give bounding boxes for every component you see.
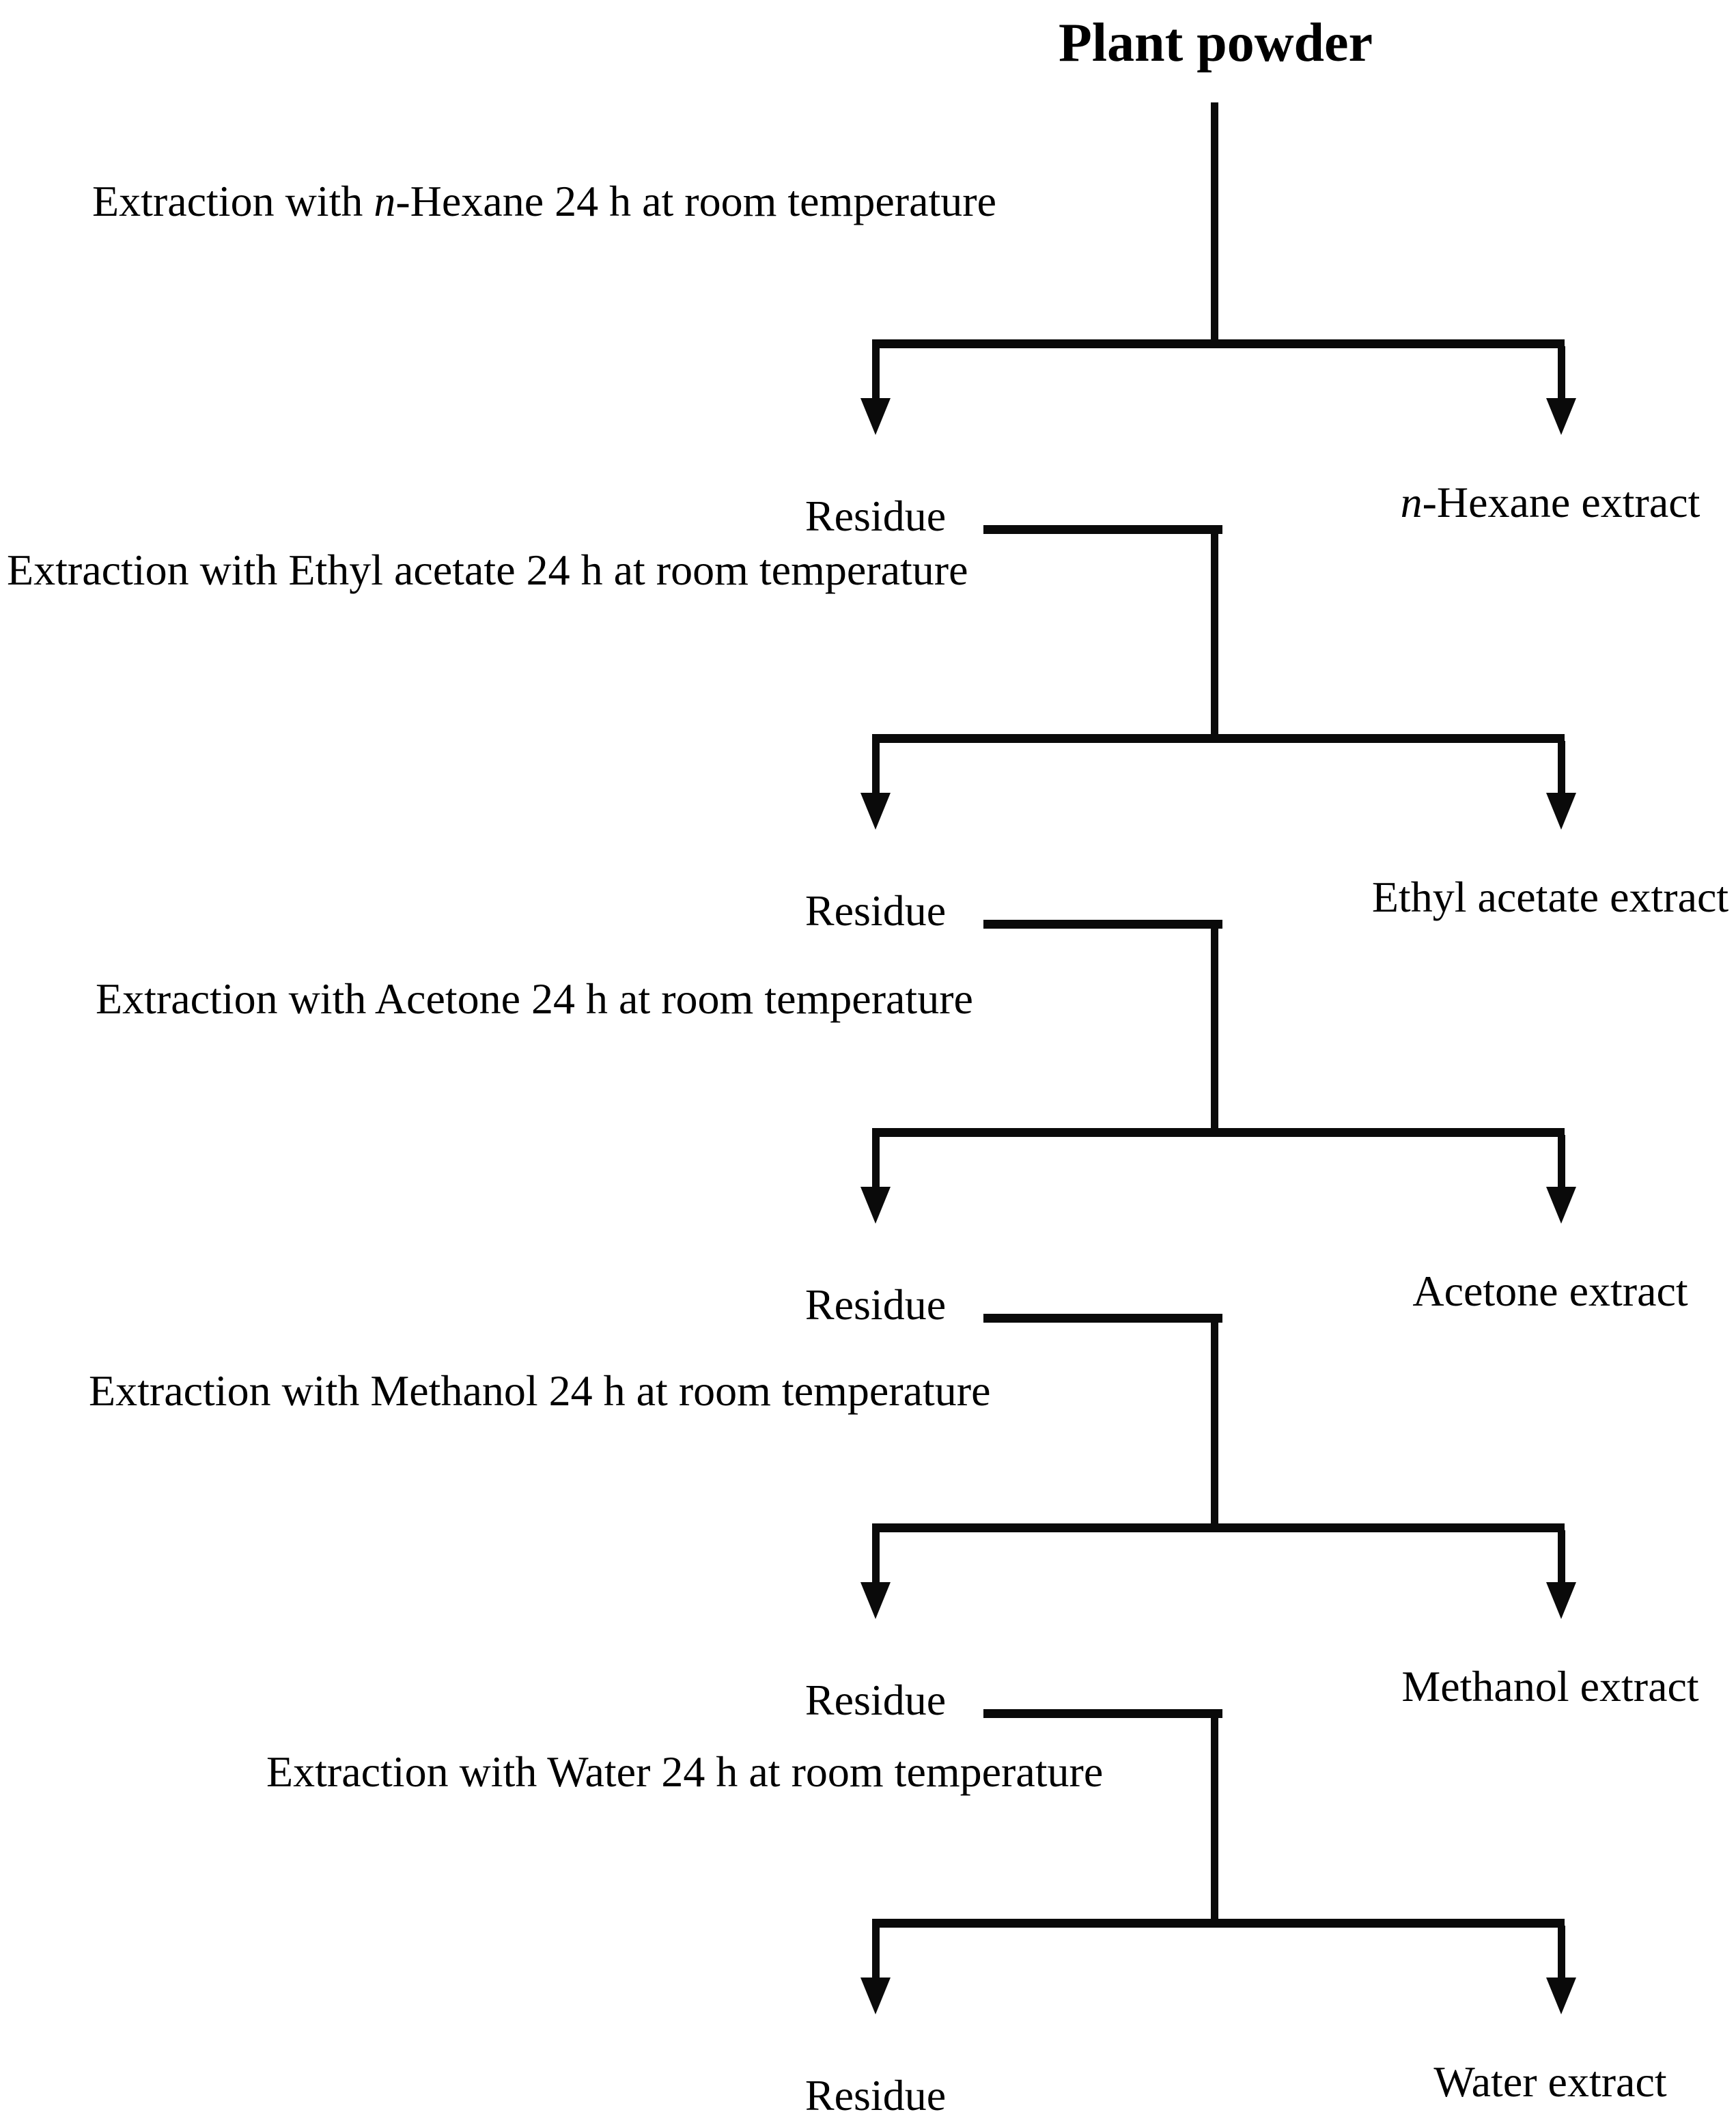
arrow-down-icon <box>1546 1582 1576 1619</box>
left-arrow-line <box>872 1926 880 1980</box>
residue-connector-horizontal <box>983 525 1222 534</box>
extract-label: n-Hexane extract <box>1401 477 1700 528</box>
left-arrow-line <box>872 1135 880 1190</box>
extract-label-text: Methanol extract <box>1401 1662 1699 1711</box>
step-label-methanol: Extraction with Methanol 24 h at room te… <box>89 1366 991 1416</box>
step-label-text: Extraction with <box>92 177 374 225</box>
extract-label-text: -Hexane extract <box>1422 478 1700 526</box>
residue-label: Residue <box>804 492 947 540</box>
branch-line <box>872 339 1565 348</box>
arrow-down-icon <box>1546 1187 1576 1224</box>
residue-label: Residue <box>804 886 947 935</box>
step-label-water: Extraction with Water 24 h at room tempe… <box>266 1747 1103 1797</box>
branch-line <box>872 1128 1565 1137</box>
residue-connector-vertical <box>1211 525 1218 742</box>
branch-line <box>872 1919 1565 1928</box>
residue-label: Residue <box>804 1676 947 1724</box>
step-label-text: -Hexane 24 h at room temperature <box>395 177 996 225</box>
step-label-text: Extraction with Methanol 24 h at room te… <box>89 1366 991 1415</box>
residue-label: Residue <box>804 1280 947 1329</box>
arrow-down-icon <box>1546 793 1576 830</box>
extract-label-text: Water extract <box>1433 2057 1667 2106</box>
right-arrow-line <box>1558 741 1565 796</box>
step-label-acetone: Extraction with Acetone 24 h at room tem… <box>96 974 973 1024</box>
arrow-down-icon <box>860 1582 891 1619</box>
extract-label: Water extract <box>1433 2057 1666 2107</box>
residue-label: Residue <box>804 2071 947 2120</box>
step-label-text: Extraction with Ethyl acetate 24 h at ro… <box>7 546 968 594</box>
branch-line <box>872 1523 1565 1532</box>
step-label-hexane: Extraction with n-Hexane 24 h at room te… <box>92 176 996 227</box>
right-arrow-line <box>1558 1926 1565 1980</box>
extract-label: Ethyl acetate extract <box>1372 872 1728 923</box>
arrow-down-icon <box>860 1978 891 2014</box>
right-arrow-line <box>1558 346 1565 401</box>
arrow-down-icon <box>860 398 891 435</box>
left-arrow-line <box>872 1530 880 1585</box>
extract-label: Methanol extract <box>1401 1661 1698 1712</box>
step-label-text: Extraction with Water 24 h at room tempe… <box>266 1747 1104 1796</box>
residue-connector-vertical <box>1211 920 1218 1137</box>
page-title: Plant powder <box>1059 13 1373 73</box>
step-label-text: Extraction with Acetone 24 h at room tem… <box>96 974 973 1023</box>
step-label-ethyl-acetate: Extraction with Ethyl acetate 24 h at ro… <box>7 545 968 595</box>
trunk-line <box>1211 102 1218 339</box>
extract-label-text: Acetone extract <box>1412 1267 1688 1315</box>
extract-label-text: Ethyl acetate extract <box>1371 873 1729 921</box>
residue-connector-horizontal <box>983 920 1222 929</box>
extract-label: Acetone extract <box>1412 1266 1688 1317</box>
arrow-down-icon <box>860 1187 891 1224</box>
residue-connector-horizontal <box>983 1314 1222 1323</box>
step-label-italic-text: n <box>374 177 396 225</box>
right-arrow-line <box>1558 1530 1565 1585</box>
arrow-down-icon <box>1546 398 1576 435</box>
residue-connector-horizontal <box>983 1709 1222 1718</box>
left-arrow-line <box>872 346 880 401</box>
arrow-down-icon <box>1546 1978 1576 2014</box>
left-arrow-line <box>872 741 880 796</box>
extract-label-italic-text: n <box>1400 478 1423 526</box>
residue-connector-vertical <box>1211 1314 1218 1531</box>
residue-connector-vertical <box>1211 1709 1218 1926</box>
right-arrow-line <box>1558 1135 1565 1190</box>
arrow-down-icon <box>860 793 891 830</box>
branch-line <box>872 734 1565 743</box>
